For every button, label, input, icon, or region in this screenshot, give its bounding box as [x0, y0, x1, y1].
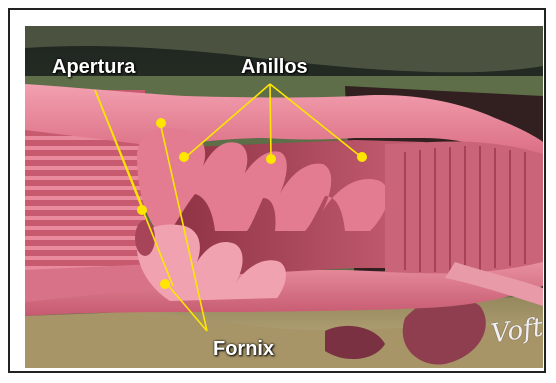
- anatomical-illustration: Apertura Anillos Fornix Voft: [25, 26, 543, 368]
- label-anillos: Anillos: [241, 56, 308, 79]
- label-fornix: Fornix: [213, 338, 274, 361]
- external-os: [135, 220, 155, 256]
- label-apertura: Apertura: [52, 56, 135, 79]
